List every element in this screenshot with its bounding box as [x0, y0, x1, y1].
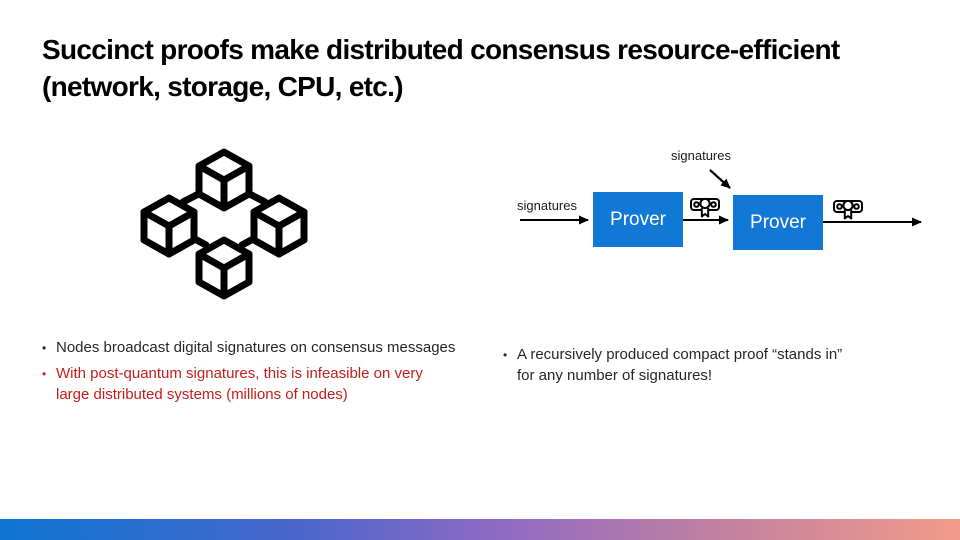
bullet-text: A recursively produced compact proof “st…	[517, 346, 843, 384]
bullet-text: Nodes broadcast digital signatures on co…	[56, 339, 456, 356]
prover-label: Prover	[750, 211, 806, 233]
blockchain-network-icon	[138, 142, 314, 304]
prover-flow-diagram: signatures signatures Prover Prover	[505, 145, 933, 257]
certificate-icon	[690, 197, 720, 218]
bullet-list-right: A recursively produced compact proof “st…	[503, 344, 933, 390]
bullet-marker	[42, 363, 56, 405]
bullet-list-left: Nodes broadcast digital signatures on co…	[42, 337, 512, 409]
bullet-marker	[42, 337, 56, 359]
bullet-text: With post-quantum signatures, this is in…	[56, 365, 423, 403]
bullet-marker	[503, 344, 517, 386]
footer-gradient-bar	[0, 519, 960, 540]
prover-box-2: Prover	[733, 195, 823, 250]
bullet-item: With post-quantum signatures, this is in…	[42, 363, 512, 405]
flow-arrows	[520, 169, 922, 227]
page-title: Succinct proofs make distributed consens…	[42, 34, 840, 102]
prover-label: Prover	[610, 208, 666, 230]
signatures-diagonal-arrow	[709, 169, 731, 189]
prover-box-1: Prover	[593, 192, 683, 247]
bullet-item: A recursively produced compact proof “st…	[503, 344, 933, 386]
signatures-top-label: signatures	[671, 148, 731, 163]
certificate-icon	[833, 199, 863, 220]
bullet-item: Nodes broadcast digital signatures on co…	[42, 337, 512, 359]
signatures-input-label: signatures	[517, 198, 577, 213]
